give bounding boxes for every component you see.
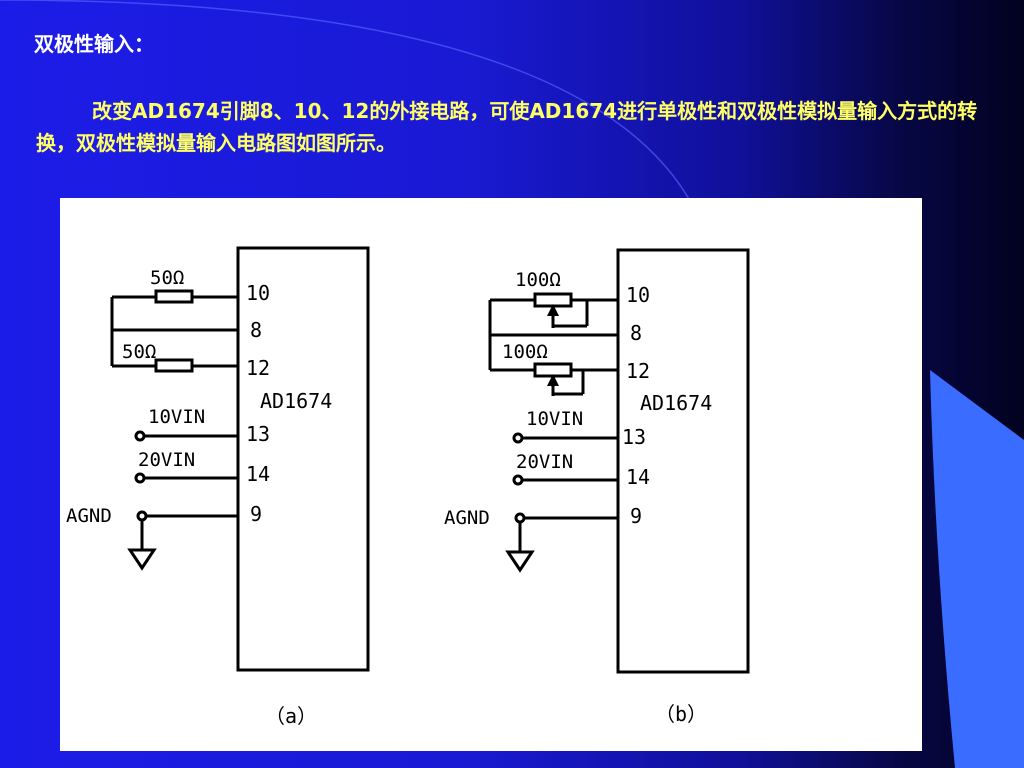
label-b-pin-9: 9 — [630, 504, 642, 528]
label-b-pin-10: 10 — [626, 283, 650, 307]
slide-title: 双极性输入： — [34, 32, 154, 56]
terminal-a-20vin — [134, 472, 146, 484]
resistor-a-bottom — [154, 358, 194, 373]
label-a-20vin: 20VIN — [138, 449, 195, 471]
circuit-diagram: 50Ω 50Ω 10 8 12 AD1674 10VIN 13 20VIN 14… — [66, 246, 750, 728]
terminal-b-agnd — [514, 512, 526, 524]
terminal-a-10vin — [134, 430, 146, 442]
circuit-figure: 50Ω 50Ω 10 8 12 AD1674 10VIN 13 20VIN 14… — [60, 198, 922, 751]
label-b-pin-8: 8 — [630, 321, 642, 345]
terminal-b-20vin — [512, 474, 524, 486]
label-b-pin-14: 14 — [626, 465, 650, 489]
label-a-pin-14: 14 — [246, 462, 270, 486]
caption-b: （b） — [655, 702, 707, 726]
label-a-pin-9: 9 — [250, 502, 262, 526]
label-a-chip: AD1674 — [260, 389, 332, 413]
label-a-resistor-top: 50Ω — [150, 267, 184, 289]
label-b-pot-top: 100Ω — [515, 269, 561, 291]
label-a-pin-8: 8 — [250, 318, 262, 342]
label-a-agnd: AGND — [66, 505, 112, 527]
label-b-pin-13: 13 — [622, 425, 646, 449]
caption-a: （a） — [265, 704, 317, 728]
label-b-chip: AD1674 — [640, 391, 712, 415]
label-b-pot-bottom: 100Ω — [502, 341, 548, 363]
ground-symbol-a — [127, 548, 157, 571]
chip-a-body — [236, 246, 370, 672]
ground-symbol-b — [505, 550, 535, 573]
chip-b-body — [616, 248, 750, 674]
terminal-b-10vin — [512, 432, 524, 444]
label-b-pin-12: 12 — [626, 359, 650, 383]
label-b-20vin: 20VIN — [516, 451, 573, 473]
body-paragraph: 改变AD1674引脚8、10、12的外接电路，可使AD1674进行单极性和双极性… — [36, 99, 978, 155]
label-a-resistor-bottom: 50Ω — [122, 341, 156, 363]
label-b-agnd: AGND — [444, 507, 490, 529]
label-a-pin-12: 12 — [246, 356, 270, 380]
resistor-a-top — [154, 289, 194, 304]
label-b-10vin: 10VIN — [526, 408, 583, 430]
label-a-pin-10: 10 — [246, 281, 270, 305]
label-a-pin-13: 13 — [246, 422, 270, 446]
label-a-10vin: 10VIN — [148, 406, 205, 428]
terminal-a-agnd — [136, 510, 148, 522]
